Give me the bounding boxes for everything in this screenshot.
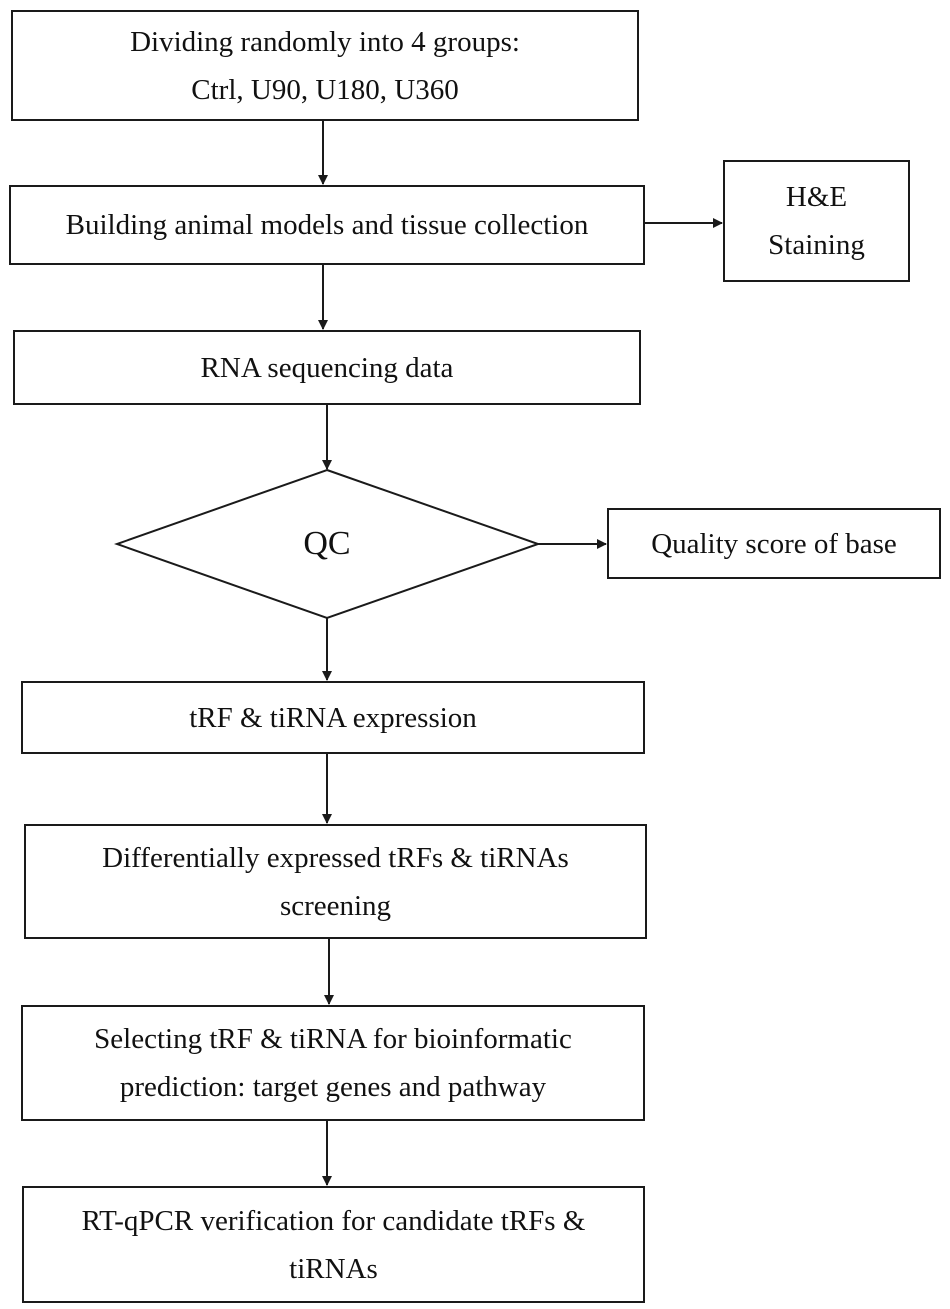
expression-line-1: tRF & tiRNA expression: [189, 701, 477, 734]
rnaseq-line-1: RNA sequencing data: [200, 351, 454, 384]
groups-line-2: Ctrl, U90, U180, U360: [191, 73, 459, 106]
verification-box: RT-qPCR verification for candidate tRFs …: [22, 1186, 645, 1303]
staining-line-1: H&E: [785, 181, 848, 213]
verification-line-1: RT-qPCR verification for candidate tRFs …: [81, 1204, 586, 1237]
expression-box: tRF & tiRNA expression: [21, 681, 645, 754]
groups-line-1: Dividing randomly into 4 groups:: [130, 25, 520, 58]
quality-box: Quality score of base: [607, 508, 941, 579]
models-line-1: Building animal models and tissue collec…: [65, 209, 589, 241]
quality-line-1: Quality score of base: [651, 527, 897, 560]
screening-line-1: Differentially expressed tRFs & tiRNAs: [102, 841, 569, 874]
selecting-box: Selecting tRF & tiRNA for bioinformatic …: [21, 1005, 645, 1121]
verification-line-2: tiRNAs: [289, 1252, 378, 1285]
selecting-line-2: prediction: target genes and pathway: [119, 1071, 547, 1103]
models-box: Building animal models and tissue collec…: [9, 185, 645, 265]
rnaseq-box: RNA sequencing data: [13, 330, 641, 405]
qc-label: QC: [303, 525, 351, 562]
staining-box: H&E Staining: [723, 160, 910, 282]
groups-box: Dividing randomly into 4 groups: Ctrl, U…: [11, 10, 639, 121]
screening-line-2: screening: [279, 889, 392, 922]
staining-line-2: Staining: [768, 229, 865, 261]
screening-box: Differentially expressed tRFs & tiRNAs s…: [24, 824, 647, 939]
selecting-line-1: Selecting tRF & tiRNA for bioinformatic: [94, 1023, 572, 1055]
